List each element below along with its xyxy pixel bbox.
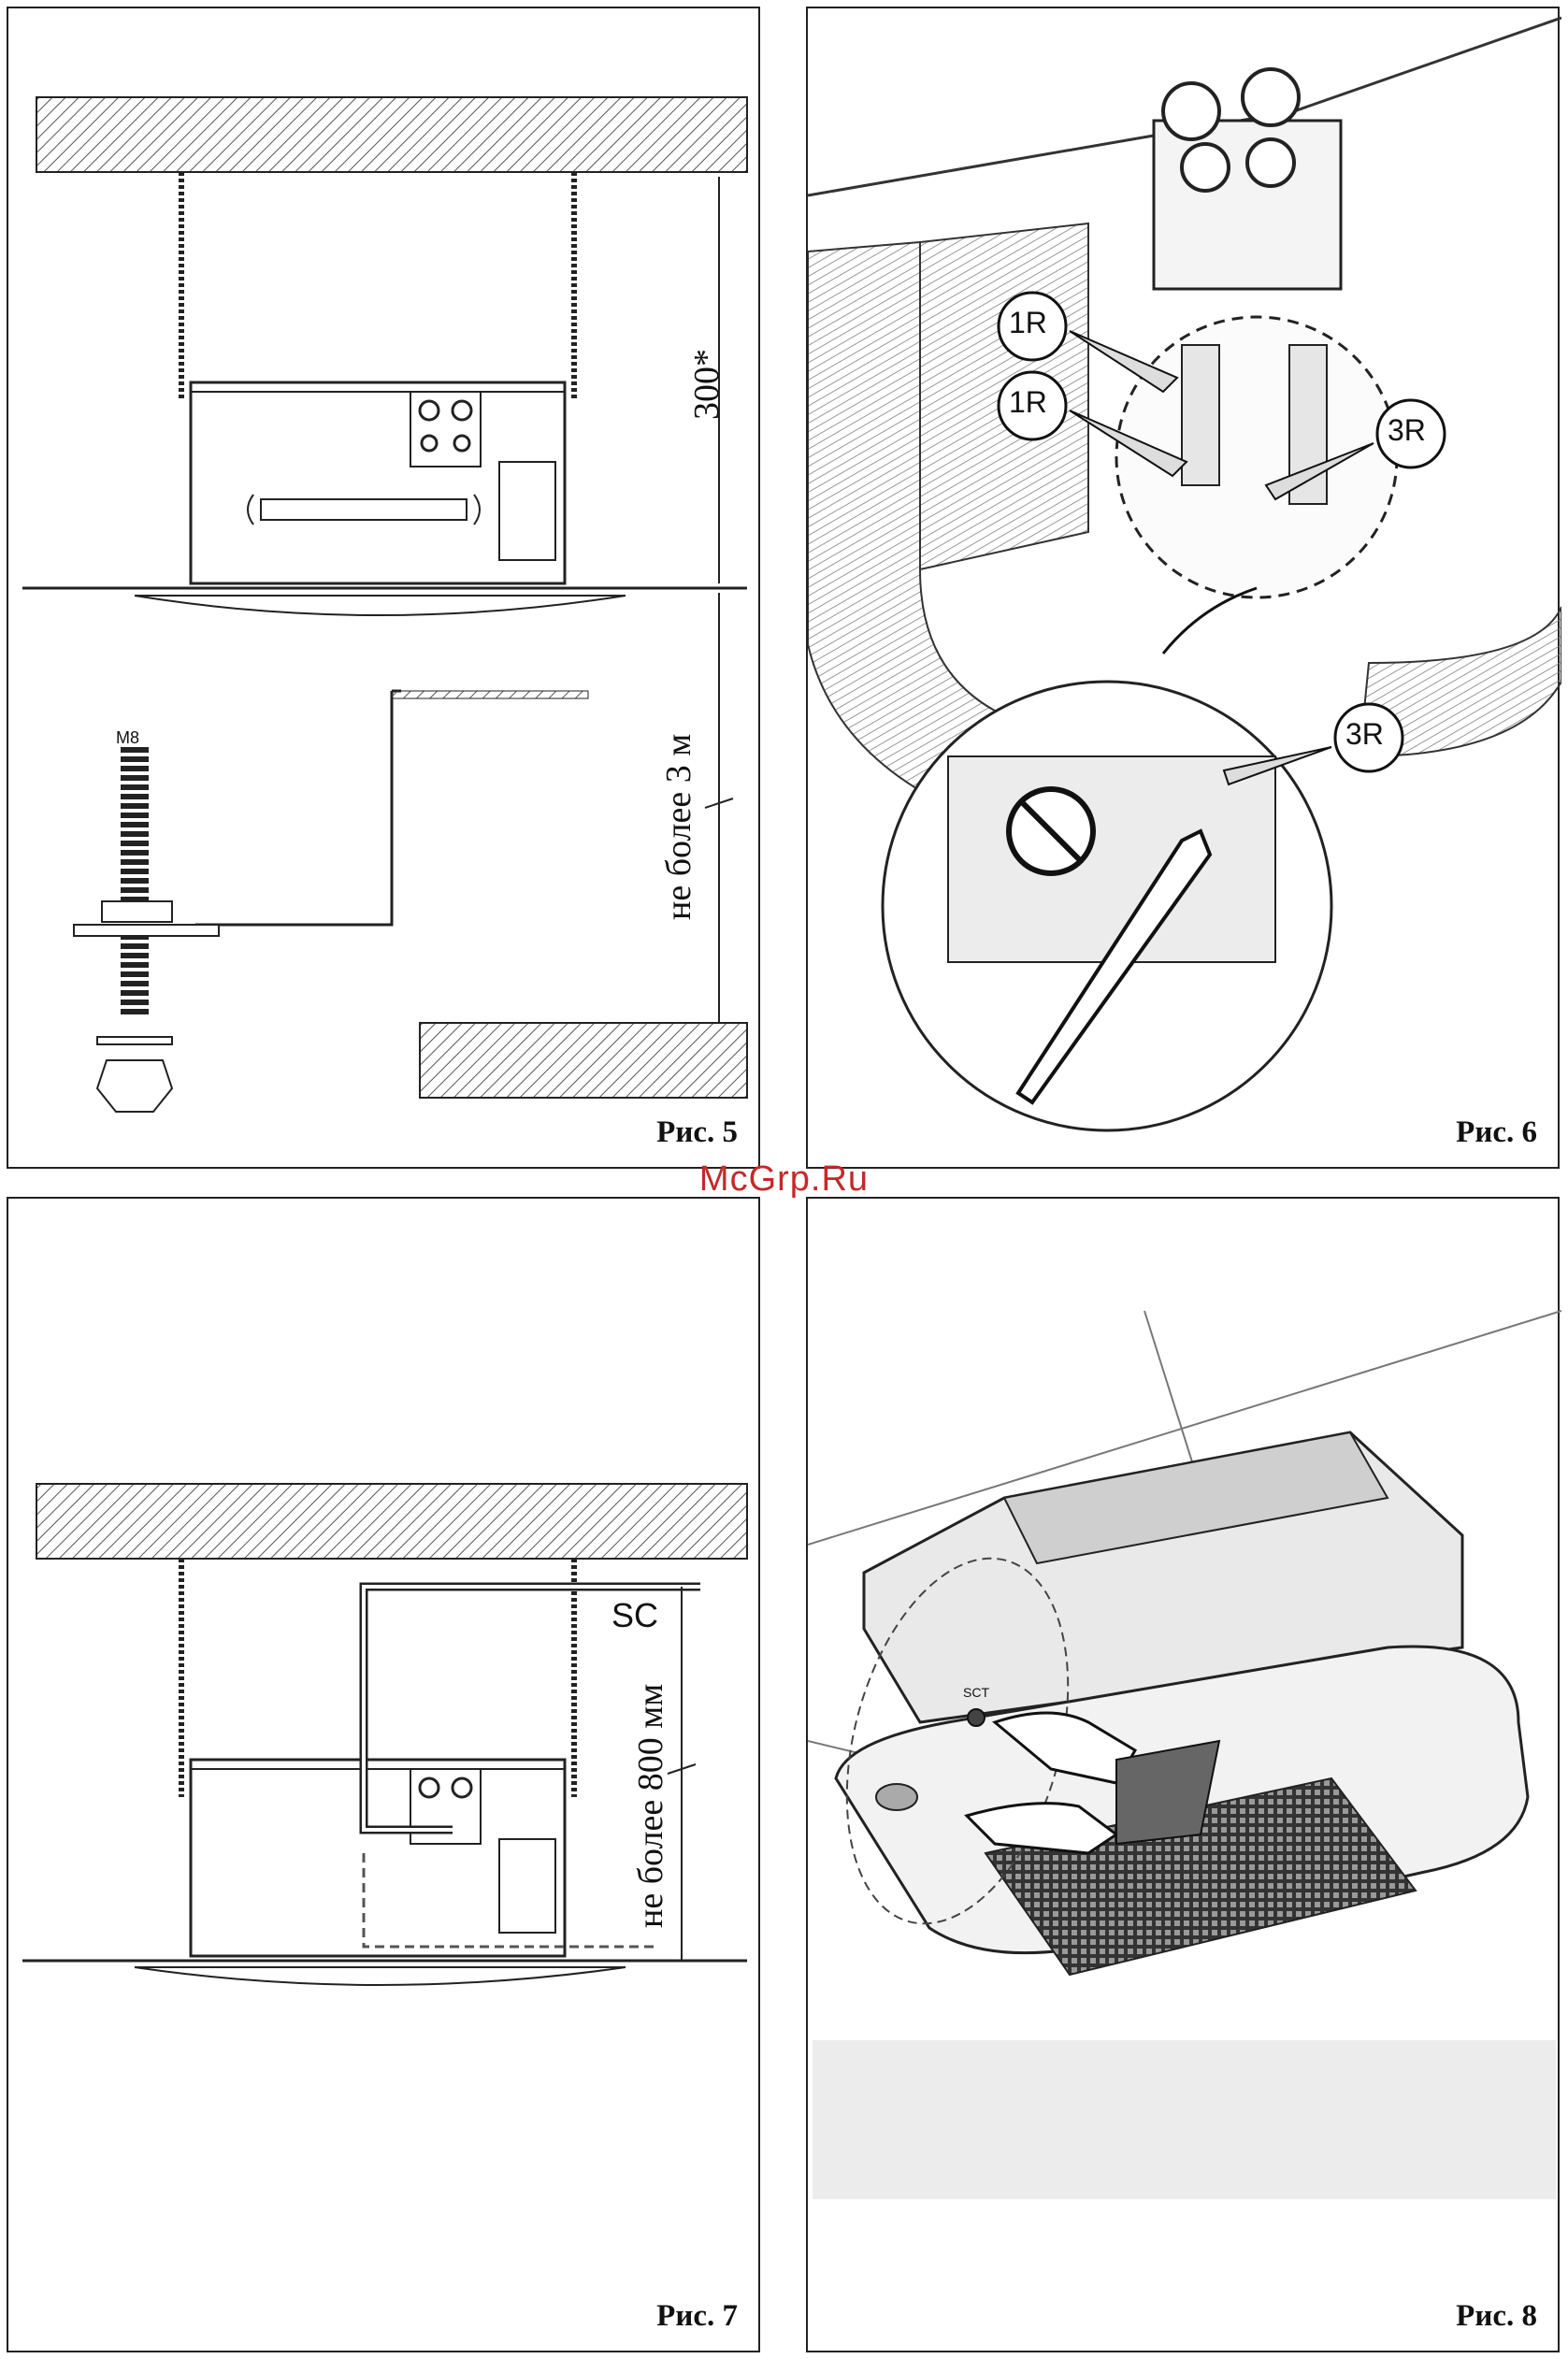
ceiling-slab <box>36 1484 747 1559</box>
sct-button <box>968 1709 985 1726</box>
dimension-max-3m: не более 3 м <box>658 734 699 920</box>
figure-6-panel: 1R 1R 3R 3R Рис. 6 <box>806 7 1560 1169</box>
figure-5-caption: Рис. 5 <box>656 1115 738 1150</box>
figure-6-drawing <box>808 8 1561 1171</box>
electrical-box <box>499 462 555 560</box>
figure-8-panel: SCT Рис. 8 <box>806 1197 1560 2352</box>
nut <box>97 1060 172 1112</box>
callout-1r-upper-label: 1R <box>1009 306 1047 340</box>
floor-slab <box>420 1023 747 1098</box>
electrical-box <box>499 1839 555 1933</box>
front-panel <box>135 1967 626 1985</box>
callout-3r-upper-label: 3R <box>1388 413 1426 448</box>
figure-7-panel: SC не более 800 мм Рис. 7 <box>7 1197 760 2352</box>
callout-1r-lower-label: 1R <box>1009 385 1047 420</box>
watermark-text: McGrp.Ru <box>0 1159 1568 1200</box>
bolt-size-label: M8 <box>116 728 139 748</box>
figure-8-drawing <box>808 1199 1561 2354</box>
mounting-bracket <box>195 691 392 925</box>
front-panel <box>135 596 626 615</box>
sct-label: SCT <box>963 1685 989 1700</box>
callout-3r-lower-label: 3R <box>1345 717 1384 752</box>
pipe-fittings-block <box>1154 121 1341 289</box>
dimension-max-800mm: не более 800 мм <box>630 1684 671 1928</box>
pipe-connection-block <box>410 392 481 467</box>
dimension-300: 300* <box>686 349 727 420</box>
figure-5-panel: M8 300* не более 3 м Рис. 5 <box>7 7 760 1169</box>
figure-8-caption: Рис. 8 <box>1456 2299 1537 2334</box>
figure-5-drawing <box>8 8 762 1171</box>
remote-sensor <box>876 1784 917 1810</box>
spirit-level <box>261 499 467 520</box>
sc-label: SC <box>611 1596 658 1635</box>
figure-6-caption: Рис. 6 <box>1456 1115 1537 1150</box>
ceiling-slab <box>36 97 747 172</box>
figure-7-caption: Рис. 7 <box>656 2299 738 2334</box>
